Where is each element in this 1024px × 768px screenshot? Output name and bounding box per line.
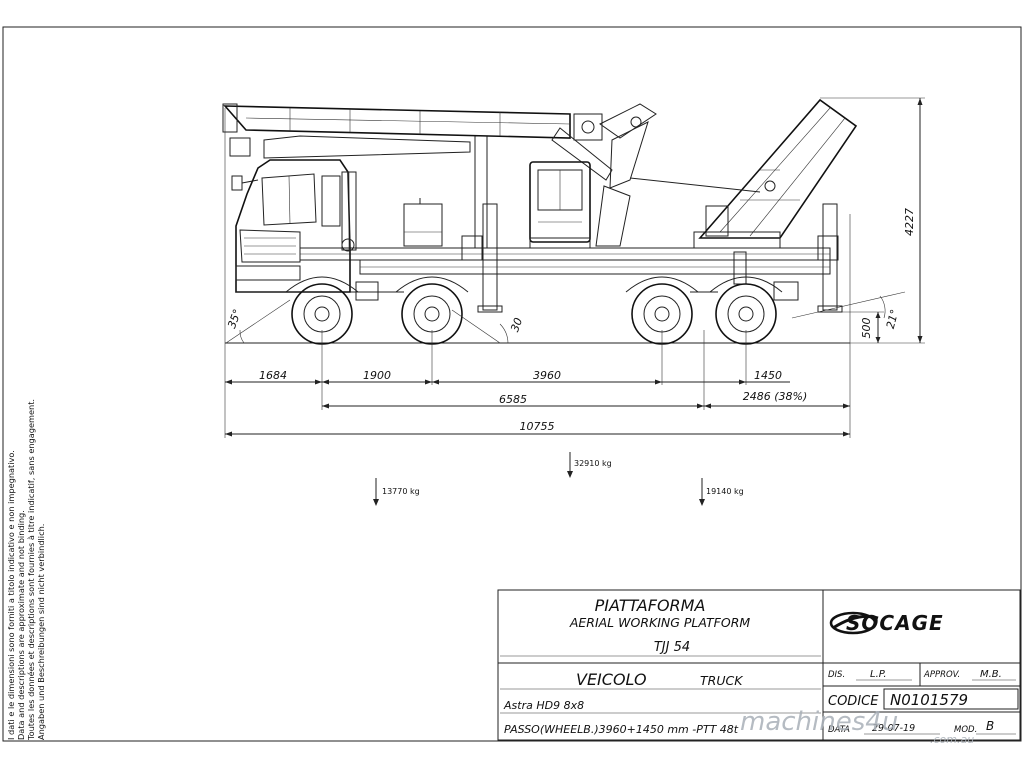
operator-basket <box>529 161 591 249</box>
data-value: 29-07-19 <box>872 723 915 734</box>
rear-outrigger <box>822 203 838 311</box>
approv-label: APPROV. <box>923 670 960 680</box>
socage-logo: SOCAGE <box>829 611 944 635</box>
turret-boom <box>629 98 858 285</box>
watermark-sub: .com.au <box>930 733 974 746</box>
rear-angle-line <box>791 291 906 319</box>
boom <box>222 103 603 159</box>
disclaimer-line-fr: Toutes les données et descriptions sont … <box>26 399 36 741</box>
disclaimer-line-en: Data and descriptions are approximate an… <box>16 510 26 740</box>
dis-value: L.P. <box>870 669 887 680</box>
angle-front-label: 35° <box>225 307 244 330</box>
title-english: AERIAL WORKING PLATFORM <box>569 615 751 630</box>
codice-label: CODICE <box>828 694 879 709</box>
dimension-lines <box>224 97 925 438</box>
truck-cab <box>231 159 357 293</box>
front-angle-line <box>225 299 291 344</box>
dim-front-overhang: 1684 <box>259 369 287 382</box>
codice-value: N0101579 <box>890 691 968 709</box>
wheelbase-spec: PASSO(WHEELB.)3960+1450 mm -PTT 48t <box>504 723 739 736</box>
title-block <box>497 589 1021 741</box>
dim-height-label: 4227 <box>903 208 916 236</box>
vehicle-italian: VEICOLO <box>576 670 647 689</box>
dim-total-length: 10755 <box>520 420 555 433</box>
front-outrigger <box>482 203 498 311</box>
angle-rear-label: 21° <box>884 308 902 330</box>
disclaimer-block: I dati e le dimensioni sono forniti a ti… <box>6 399 46 741</box>
dim-ground-label: 500 <box>860 318 873 339</box>
mast-column <box>474 135 488 249</box>
dim-rear-overhang: 2486 (38%) <box>743 390 808 403</box>
title-italian: PIATTAFORMA <box>595 596 706 615</box>
mod-label: MOD. <box>954 725 977 735</box>
brand-name: SOCAGE <box>846 611 944 635</box>
mid-angle-line <box>451 309 501 344</box>
angle-mid-label: 30 <box>508 316 525 334</box>
dim-rear-axle-spacing: 1450 <box>754 369 782 382</box>
load-total: 32910 kg <box>574 459 612 468</box>
load-rear: 19140 kg <box>706 487 744 496</box>
tank <box>403 203 443 247</box>
disclaimer-line-de: Angaben und Beschreibungen sind nicht ve… <box>36 524 46 740</box>
dis-label: DIS. <box>828 670 845 680</box>
truck-drawing <box>222 98 906 345</box>
vehicle-model: Astra HD9 8x8 <box>503 699 584 712</box>
load-arrows <box>373 452 705 506</box>
data-label: DATA <box>828 725 850 735</box>
vehicle-english: TRUCK <box>700 673 744 688</box>
dim-wheelbase: 3960 <box>533 369 561 382</box>
load-front: 13770 kg <box>382 487 420 496</box>
mod-value: B <box>986 719 994 733</box>
machines4u-watermark: machines4u .com.au <box>740 707 974 746</box>
sheet-border <box>2 26 1022 742</box>
approv-value: M.B. <box>980 669 1002 680</box>
dim-axle-spacing-1: 1900 <box>363 369 391 382</box>
model-name: TJJ 54 <box>654 640 690 655</box>
knuckle-arm <box>551 103 657 247</box>
disclaimer-line-it: I dati e le dimensioni sono forniti a ti… <box>6 450 16 740</box>
dim-base-length: 6585 <box>499 393 527 406</box>
watermark-main: machines4u <box>740 707 898 737</box>
